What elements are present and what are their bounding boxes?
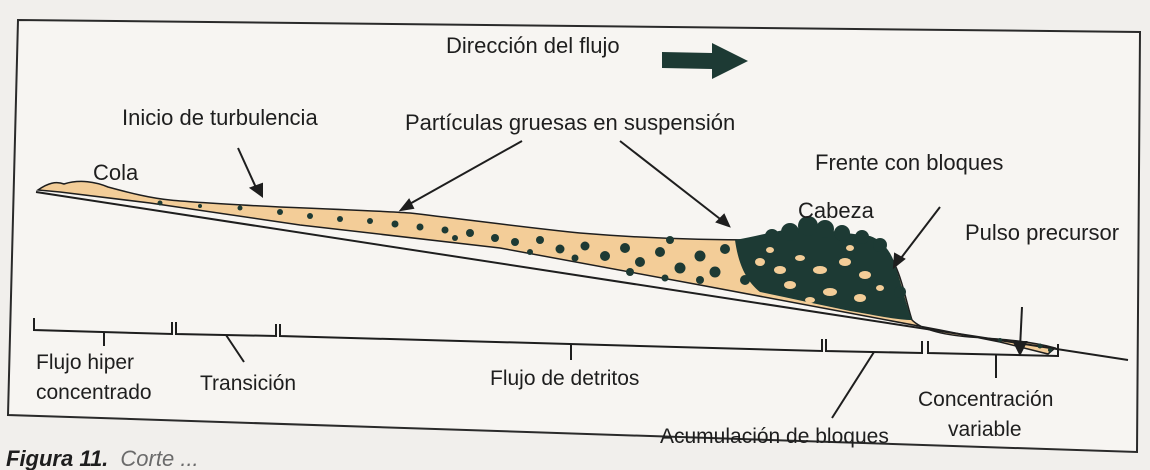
caption-label: Figura 11. (6, 446, 108, 470)
caption-text: Corte ... (120, 446, 198, 470)
coarse-particles (157, 200, 750, 285)
segment-hiper-line1: Flujo hiper (36, 351, 134, 374)
head-bumps (765, 216, 906, 298)
label-frente-bloques: Frente con bloques (815, 150, 1003, 175)
segment-transicion: Transición (200, 372, 296, 395)
segment-acumulacion: Acumulación de bloques (660, 425, 889, 448)
segment-concentracion-line1: Concentración (918, 388, 1053, 411)
segment-hiper-line2: concentrado (36, 381, 152, 404)
head-mass (735, 227, 912, 320)
segment-detritos: Flujo de detritos (490, 367, 639, 390)
flow-direction-arrow (662, 43, 748, 79)
figure-caption: Figura 11. Corte ... (6, 446, 199, 470)
label-inicio-turbulencia: Inicio de turbulencia (122, 105, 318, 130)
ground-line (35, 191, 1129, 361)
label-pulso-precursor: Pulso precursor (965, 220, 1119, 245)
segment-concentracion-line2: variable (948, 418, 1022, 441)
flow-direction-title: Dirección del flujo (446, 33, 620, 58)
bracket-concentracion (927, 341, 1059, 358)
bracket-leaders (103, 332, 997, 419)
label-particulas-gruesas: Partículas gruesas en suspensión (405, 110, 735, 135)
head-spots (755, 245, 884, 303)
label-cola: Cola (93, 160, 139, 185)
pointer-arrows (237, 140, 1028, 357)
label-cabeza: Cabeza (798, 198, 875, 223)
bracket-detritos (279, 324, 823, 353)
